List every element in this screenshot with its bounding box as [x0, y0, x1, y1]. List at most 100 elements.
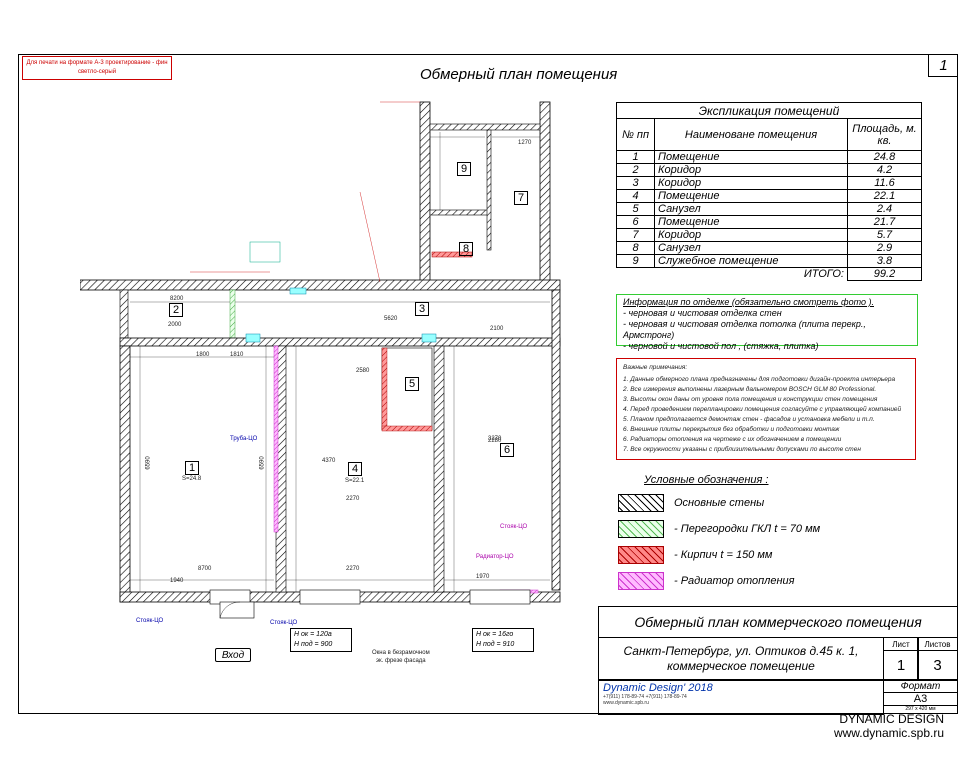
dim-text: 6590: [259, 456, 266, 470]
room-8-label: 8: [459, 242, 474, 256]
dim-text: 2100: [490, 326, 504, 332]
note-line: 4. Перед проведением перепланировки поме…: [623, 406, 902, 413]
legend-swatch-walls: [618, 494, 664, 512]
note-line: 5. Планом предполагается демонтаж стен -…: [623, 416, 875, 423]
row-num: 6: [616, 215, 655, 229]
row-name: Коридор: [654, 163, 848, 177]
print-note: Для печати на формате А-3 проектирование…: [22, 56, 172, 80]
dim-text: 8200: [170, 296, 184, 302]
dim-text: 5620: [384, 316, 398, 322]
row-name: Помещение: [654, 150, 848, 164]
stamp-sheets: 3: [917, 650, 958, 681]
total-value: 99.2: [847, 267, 922, 281]
radiator-label: Радиатор-ЦО: [476, 554, 514, 560]
page-number: 1: [928, 55, 958, 77]
window-b-info: Н ок = 16го Н под = 910: [472, 628, 534, 652]
stamp-address-line2: коммерческое помещение: [667, 659, 815, 673]
leader-lines: [190, 101, 420, 283]
dim-text: 6590: [145, 456, 152, 470]
info-line: - черновой и чистовой пол , (стяжка, пли…: [623, 341, 819, 351]
room-1-label: 1: [185, 461, 200, 475]
row-name: Служебное помещение: [654, 254, 848, 268]
sheet-title: Обмерный план помещения: [420, 66, 618, 83]
row-name: Санузел: [654, 202, 848, 216]
window-a-height: Н ок = 120а: [294, 631, 332, 638]
stamp-format-label: Формат: [883, 679, 958, 693]
dim-text: 2270: [346, 496, 360, 502]
row-num: 9: [616, 254, 655, 268]
row-name: Помещение: [654, 189, 848, 203]
stamp-company: Dynamic Design' 2018: [603, 682, 713, 694]
legend-label-gkl: - Перегородки ГКЛ t = 70 мм: [674, 523, 821, 535]
row-name: Санузел: [654, 241, 848, 255]
legend-label-radiator: - Радиатор отопления: [674, 575, 795, 587]
row-num: 7: [616, 228, 655, 242]
dim-text: 1270: [518, 140, 532, 146]
row-name: Коридор: [654, 176, 848, 190]
stamp-site: www.dynamic.spb.ru: [603, 700, 649, 706]
row-area: 21.7: [847, 215, 922, 229]
window-note: Окна в безрамочном: [372, 650, 430, 656]
dim-text: 2280: [488, 438, 502, 444]
legend-swatch-radiator: [618, 572, 664, 590]
upper-wing-walls: [419, 101, 551, 283]
stamp-phones: +7(911) 178-89-74 +7(911) 178-89-74: [603, 694, 687, 700]
stamp-title: Обмерный план коммерческого помещения: [598, 606, 958, 638]
note-line: 2. Все измерения выполнены лазерным даль…: [623, 386, 877, 393]
important-notes: Важные примечания: 1. Данные обмерного п…: [616, 358, 916, 460]
legend-swatch-gkl: [618, 520, 664, 538]
room-2-label: 2: [169, 303, 184, 317]
row-area: 24.8: [847, 150, 922, 164]
dim-text: 8700: [198, 566, 212, 572]
drawing-sheet: [18, 54, 958, 714]
room-1-area: S=24.8: [182, 476, 202, 482]
room-4-area: S=22.1: [345, 478, 365, 484]
note-line: 7. Все окружности указаны с приблизитель…: [623, 446, 861, 453]
dim-text: 2580: [356, 368, 370, 374]
room-3-label: 3: [415, 302, 430, 316]
room-5-number: 5: [405, 377, 420, 391]
stamp-address-line: Санкт-Петербург, ул. Оптиков д.45 к. 1,: [623, 644, 859, 658]
row-num: 8: [616, 241, 655, 255]
pipe-label: Стояк-ЦО: [136, 618, 164, 624]
entrance-label: Вход: [215, 648, 251, 662]
legend-swatch-brick: [618, 546, 664, 564]
window-b-sill: Н под = 910: [476, 641, 515, 648]
entrance-door: [219, 601, 255, 619]
pipe-label: Труба-ЦО: [230, 436, 258, 442]
stamp-sheet: 1: [883, 650, 919, 681]
stamp-format: А3: [883, 692, 958, 706]
dim-text: 2270: [346, 566, 360, 572]
room-7-number: 7: [514, 191, 529, 205]
dim-text: 1810: [230, 352, 244, 358]
stamp-sheets-label: Листов: [917, 637, 958, 651]
brand-site[interactable]: www.dynamic.spb.ru: [833, 726, 944, 740]
info-line: - черновая и чистовая отделка потолка (п…: [623, 319, 866, 340]
row-num: 5: [616, 202, 655, 216]
windows: [209, 241, 531, 605]
row-num: 2: [616, 163, 655, 177]
stamp-sheet-label: Лист: [883, 637, 919, 651]
room-6-label: 6: [500, 443, 515, 457]
brand-block: DYNAMIC DESIGN www.dynamic.spb.ru: [834, 712, 944, 740]
col-name-header: Наименоване помещения: [654, 118, 848, 151]
dim-text: 2000: [168, 322, 182, 328]
explication-caption: Экспликация помещений: [616, 102, 922, 119]
note-line: 6. Внешние плиты перекрытия без обработк…: [623, 426, 840, 433]
dim-text: 1940: [170, 578, 184, 584]
row-name: Коридор: [654, 228, 848, 242]
floor-plan: [80, 101, 561, 619]
notes-title: Важные примечания:: [623, 364, 688, 371]
dim-text: 1800: [196, 352, 210, 358]
total-row: ИТОГО:99.2: [617, 267, 922, 281]
row-area: 2.9: [847, 241, 922, 255]
window-b-height: Н ок = 16го: [476, 631, 514, 638]
